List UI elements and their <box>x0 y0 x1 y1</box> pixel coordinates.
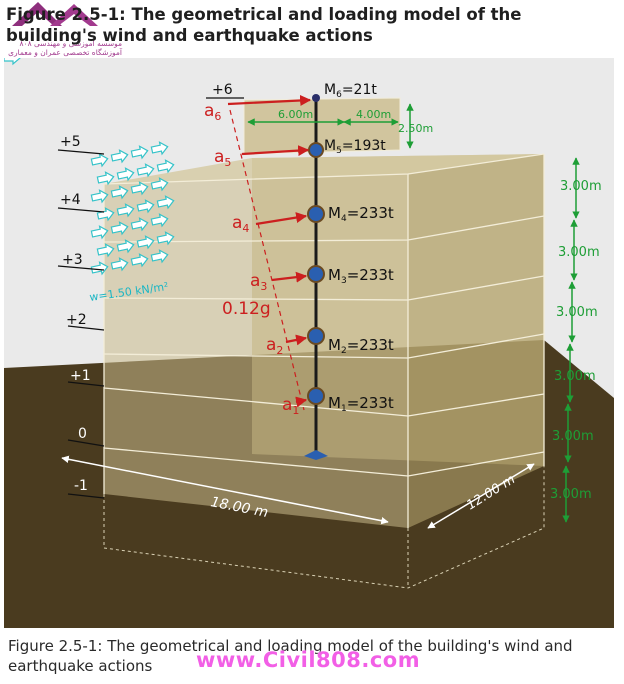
wind-arrow <box>96 171 115 186</box>
building-front-face <box>104 174 408 528</box>
mass-3: a3 M3=233t <box>250 265 394 293</box>
level-label-0: 0 <box>78 426 87 442</box>
wind-arrow <box>90 153 109 168</box>
acceleration-profile <box>229 109 305 411</box>
dim-4m: 4.00m <box>356 108 391 121</box>
mass-label-1: M1=233t <box>328 394 394 414</box>
wind-arrow <box>90 261 109 276</box>
wind-arrow <box>116 239 135 254</box>
building-roof <box>104 154 544 184</box>
wind-arrow <box>156 159 175 174</box>
level-label-6: +6 <box>212 82 233 98</box>
dim-2-5m: 2.50m <box>398 122 433 135</box>
wind-arrows <box>4 58 21 66</box>
penthouse <box>243 97 401 155</box>
accel-label-3: a3 <box>250 271 267 293</box>
mass-label-2: M2=233t <box>328 336 394 356</box>
figure-caption: Figure 2.5-1: The geometrical and loadin… <box>8 637 573 675</box>
wind-arrow <box>96 207 115 222</box>
basement-outline <box>103 466 545 589</box>
storey-dimension-lines <box>562 157 580 523</box>
wind-arrow <box>96 243 115 258</box>
wind-arrow <box>110 149 129 164</box>
wind-arrow <box>150 177 169 192</box>
storey-height-2: 3.00m <box>552 429 594 444</box>
building-right-face <box>408 154 544 528</box>
level-label-2: +2 <box>66 312 87 328</box>
building-diagram: a6 M6=21t a5 M5=193t a4 M4=233t a3 M3=23… <box>4 58 614 628</box>
mass-label-6: M6=21t <box>324 82 377 100</box>
wind-arrow <box>110 185 129 200</box>
level-label-3: +3 <box>62 252 83 268</box>
logo-line2: آموزشگاه تخصصی عمران و معماری <box>8 47 123 57</box>
wind-arrow <box>150 249 169 264</box>
top-dimensions: 6.00m 4.00m 2.50m <box>247 103 433 149</box>
accel-label-6: a6 <box>204 101 221 123</box>
storey-height-4: 3.00m <box>556 305 598 320</box>
dim-6m: 6.00m <box>278 108 313 121</box>
ground-acceleration-label: 0.12g <box>222 299 271 319</box>
floor-lines <box>103 153 545 528</box>
accel-label-1: a1 <box>282 395 299 417</box>
mass-5: a5 M5=193t <box>214 138 386 169</box>
wind-arrow <box>130 145 149 160</box>
wind-arrow <box>90 189 109 204</box>
mass-label-5: M5=193t <box>324 138 386 156</box>
mass-label-4: M4=233t <box>328 204 394 224</box>
wind-arrow <box>110 221 129 236</box>
storey-height-1: 3.00m <box>550 487 592 502</box>
accel-label-5: a5 <box>214 147 231 169</box>
wind-arrow <box>90 225 109 240</box>
wind-arrow <box>136 235 155 250</box>
accel-label-4: a4 <box>232 213 249 235</box>
logo-line1: موسسه آموزشی و مهندسی ۸۰۸ <box>20 38 122 48</box>
mass-4: a4 M4=233t <box>232 204 394 235</box>
level-label-1: +1 <box>70 368 91 384</box>
wind-arrow <box>156 195 175 210</box>
wind-arrow <box>130 217 149 232</box>
wind-arrow <box>110 257 129 272</box>
accel-label-2: a2 <box>266 335 283 357</box>
wind-arrow-field <box>90 141 175 276</box>
wind-arrow <box>150 213 169 228</box>
wind-arrow <box>116 167 135 182</box>
mass-label-3: M3=233t <box>328 266 394 286</box>
storey-height-6: 3.00m <box>560 179 602 194</box>
watermark: www.Civil808.com <box>196 648 421 672</box>
wind-arrow <box>156 231 175 246</box>
level-label-5: +5 <box>60 134 81 150</box>
wind-arrow <box>116 203 135 218</box>
mass-1: a1 M1=233t <box>282 387 394 417</box>
wind-arrow <box>130 253 149 268</box>
level-label-minus1: -1 <box>74 478 88 494</box>
wind-arrow <box>136 199 155 214</box>
wind-arrow <box>130 181 149 196</box>
storey-height-3: 3.00m <box>554 369 596 384</box>
wind-arrow <box>136 163 155 178</box>
logo: موسسه آموزشی و مهندسی ۸۰۸ آموزشگاه تخصصی… <box>2 0 152 58</box>
level-label-4: +4 <box>60 192 81 208</box>
figure-title: Figure 2.5-1: The geometrical and loadin… <box>6 5 522 45</box>
storey-height-5: 3.00m <box>558 245 600 260</box>
mass-2: a2 M2=233t <box>266 327 394 357</box>
mass-6: a6 M6=21t <box>204 82 377 123</box>
wind-arrow <box>150 141 169 156</box>
